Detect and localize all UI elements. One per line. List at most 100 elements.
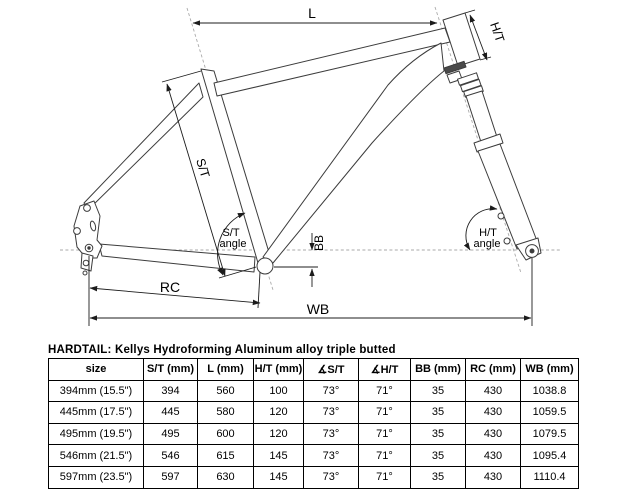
table-title: HARDTAIL: Kellys Hydroforming Aluminum a… (48, 344, 396, 356)
brake-mount (497, 212, 505, 220)
value-cell: 394 (143, 379, 198, 403)
value-cell: 73° (303, 401, 359, 424)
value-cell: 495 (143, 422, 198, 446)
value-cell: 35 (410, 422, 466, 446)
value-cell: 35 (410, 444, 466, 467)
front-axle-center (529, 248, 535, 254)
value-cell: 73° (303, 444, 359, 467)
size-cell: 394mm (15.5") (48, 379, 144, 403)
brake-mount (503, 237, 511, 245)
rear-dropout (73, 200, 103, 259)
value-cell: 73° (303, 422, 359, 446)
value-cell: 615 (197, 444, 254, 467)
spacer-cone (463, 85, 484, 98)
dropout-slot (89, 220, 97, 232)
value-cell: 580 (197, 401, 254, 424)
value-cell: 71° (358, 465, 411, 489)
value-cell: 597 (143, 465, 198, 489)
value-cell: 35 (410, 379, 466, 403)
size-cell: 597mm (23.5") (48, 465, 144, 489)
dropout-hole (73, 227, 81, 235)
dimension-labels: L H/T S/T S/T angle BB RC WB H/T angle (160, 5, 507, 317)
value-cell: 430 (465, 401, 521, 424)
hanger-tip (82, 270, 88, 276)
value-cell: 445 (143, 401, 198, 424)
dimension-lines (88, 9, 533, 326)
label-HT-angle-1: H/T (479, 227, 497, 239)
value-cell: 120 (253, 422, 304, 446)
value-cell: 71° (358, 422, 411, 446)
value-cell: 430 (465, 444, 521, 467)
table-header-cell: BB (mm) (410, 358, 466, 381)
bottom-bracket (256, 257, 274, 275)
value-cell: 430 (465, 422, 521, 446)
label-ST-angle-2: angle (220, 238, 247, 250)
table-header-cell: H/T (mm) (253, 358, 304, 381)
size-cell: 546mm (21.5") (48, 444, 144, 467)
value-cell: 560 (197, 379, 254, 403)
size-cell: 495mm (19.5") (48, 422, 144, 446)
label-ST: S/T (193, 157, 212, 180)
value-cell: 73° (303, 465, 359, 489)
label-BB: BB (312, 235, 326, 251)
label-HT-angle-2: angle (474, 238, 501, 250)
label-WB: WB (307, 301, 330, 317)
table-header-cell: S/T (mm) (143, 358, 198, 381)
value-cell: 430 (465, 379, 521, 403)
table-header-cell: RC (mm) (465, 358, 521, 381)
frame-outline (73, 12, 542, 276)
value-cell: 546 (143, 444, 198, 467)
value-cell: 71° (358, 401, 411, 424)
label-L: L (308, 5, 316, 21)
head-tube-axis-line (434, 6, 522, 274)
dim-HT-line (469, 14, 488, 61)
hanger-hole (82, 259, 90, 267)
dim-HT-ext (464, 9, 476, 14)
value-cell: 1038.8 (520, 379, 579, 403)
value-cell: 1095.4 (520, 444, 579, 467)
table-header-cell: ∡H/T (358, 358, 411, 381)
fork-dust-seal (473, 133, 504, 153)
label-HT: H/T (487, 20, 507, 44)
down-tube (262, 42, 445, 264)
value-cell: 630 (197, 465, 254, 489)
value-cell: 100 (253, 379, 304, 403)
dim-RC-line (89, 285, 261, 306)
table-header-cell: ∡S/T (303, 358, 359, 381)
value-cell: 71° (358, 379, 411, 403)
value-cell: 35 (410, 401, 466, 424)
label-RC: RC (160, 279, 180, 295)
value-cell: 600 (197, 422, 254, 446)
table-header-cell: size (48, 358, 144, 381)
dim-ST-ext (161, 70, 202, 83)
dim-HT-angle-arc (463, 205, 498, 251)
value-cell: 1079.5 (520, 422, 579, 446)
dim-ST-angle-arc (217, 212, 246, 276)
headset-cup (443, 60, 467, 75)
dropout-hole (83, 204, 91, 212)
label-ST-angle-1: S/T (222, 227, 239, 239)
value-cell: 73° (303, 379, 359, 403)
value-cell: 71° (358, 444, 411, 467)
value-cell: 35 (410, 465, 466, 489)
seat-stay (83, 82, 204, 211)
dim-ST-line (166, 83, 226, 277)
value-cell: 430 (465, 465, 521, 489)
value-cell: 120 (253, 401, 304, 424)
rear-axle-center (87, 246, 91, 250)
value-cell: 145 (253, 465, 304, 489)
frame-geometry-diagram: L H/T S/T S/T angle BB RC WB H/T angle (60, 5, 562, 326)
value-cell: 1059.5 (520, 401, 579, 424)
value-cell: 1110.4 (520, 465, 579, 489)
table-header-cell: WB (mm) (520, 358, 579, 381)
size-cell: 445mm (17.5") (48, 401, 144, 424)
dim-HT-ext (479, 56, 492, 61)
